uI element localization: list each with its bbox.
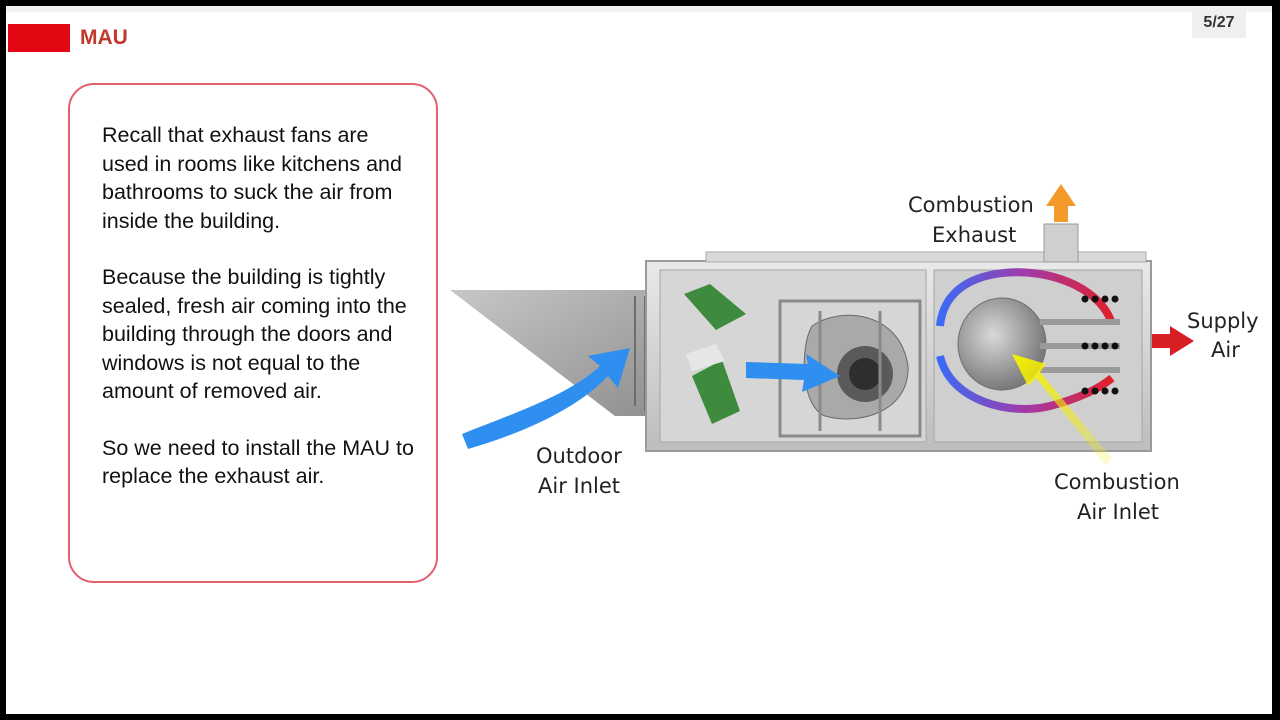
filter-panels — [684, 284, 746, 424]
combustion-air-inlet-arrow — [1012, 354, 1112, 466]
page-indicator: 5/27 — [1192, 8, 1246, 38]
outdoor-air-arrow — [462, 348, 630, 449]
explanation-box: Recall that exhaust fans are used in roo… — [68, 83, 438, 583]
paragraph-exhaust-fans: Recall that exhaust fans are used in roo… — [102, 123, 402, 233]
mau-diagram: Combustion Exhaust Supply Air Outdoor Ai… — [450, 184, 1259, 524]
burner-tubes — [1040, 295, 1120, 395]
exhaust-stack — [1043, 223, 1079, 263]
label-combustion-air-inlet-1: Combustion — [1054, 470, 1180, 494]
label-combustion-air-inlet-2: Air Inlet — [1077, 500, 1159, 524]
inner-air-arrow — [746, 354, 840, 392]
supply-air-arrow — [1152, 326, 1194, 356]
label-supply-air-2: Air — [1211, 338, 1240, 362]
label-outdoor-air-inlet-1: Outdoor — [536, 444, 622, 468]
paragraph-install-mau: So we need to install the MAU to replace… — [102, 435, 414, 489]
slide-title: MAU — [80, 26, 128, 49]
label-combustion-exhaust-2: Exhaust — [932, 223, 1016, 247]
header-accent-bar — [8, 24, 70, 52]
top-strip — [6, 6, 1272, 12]
paragraph-sealed-building: Because the building is tightly sealed, … — [102, 265, 407, 403]
heat-exchange-ring — [936, 268, 1116, 327]
combustion-exhaust-arrow — [1046, 184, 1076, 222]
label-combustion-exhaust-1: Combustion — [908, 193, 1034, 217]
label-outdoor-air-inlet-2: Air Inlet — [538, 474, 620, 498]
blower-fan — [778, 299, 922, 438]
slide: MAU 5/27 Recall that exhaust fans are us… — [6, 6, 1272, 714]
label-supply-air-1: Supply — [1187, 309, 1259, 333]
